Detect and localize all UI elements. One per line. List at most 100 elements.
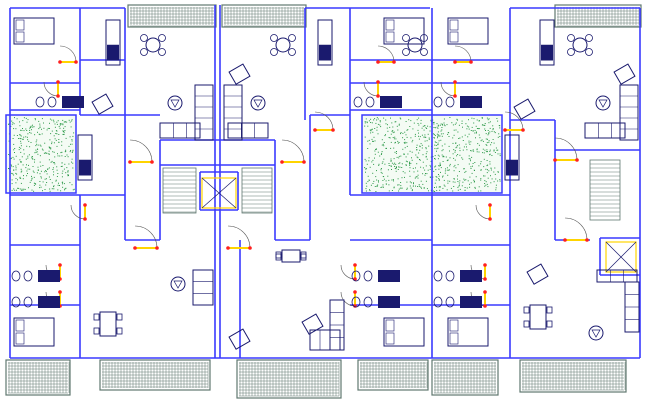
planting-dot (15, 155, 17, 157)
planting-dot (66, 154, 68, 156)
planting-dot (481, 124, 483, 126)
planting-dot (437, 142, 439, 144)
planting-dot (408, 119, 410, 121)
planting-dot (403, 153, 405, 155)
planting-dot (29, 146, 31, 148)
planting-dot (425, 180, 427, 182)
bed (383, 17, 425, 45)
planting-dot (437, 144, 439, 145)
door-swing (440, 81, 456, 97)
planting-dot (32, 170, 34, 172)
planting-dot (67, 156, 69, 158)
planting-dot (393, 138, 395, 140)
planting-dot (468, 142, 470, 144)
round-table (407, 37, 423, 53)
planting-dot (466, 149, 468, 151)
planting-dot (43, 152, 45, 154)
planting-dot (71, 184, 73, 186)
chair (275, 253, 282, 261)
planting-dot (22, 178, 24, 180)
planting-dot (470, 160, 471, 162)
door (70, 203, 87, 221)
planting-dot (27, 157, 29, 159)
planting-dot (472, 130, 474, 132)
planting-dot (48, 128, 50, 129)
planting-dot (499, 153, 501, 155)
planting-dot (398, 142, 400, 143)
planting-dot (46, 129, 48, 131)
planting-dot (71, 139, 73, 141)
planting-dot (402, 132, 404, 134)
planting-dot (68, 145, 70, 147)
planting-dot (425, 147, 427, 149)
planting-dot (474, 187, 476, 189)
planting-dot (405, 156, 407, 158)
planting-dot (49, 122, 50, 124)
planting-dot (45, 184, 47, 186)
planting-dot (447, 174, 449, 176)
planting-dot (380, 187, 382, 188)
planting-dot (483, 125, 485, 126)
planting-dot (388, 184, 390, 186)
planting-dot (369, 189, 370, 191)
planting-dot (39, 173, 41, 175)
planting-dot (365, 168, 367, 170)
planting-dot (483, 152, 485, 154)
planting-dot (484, 175, 486, 177)
door-marker (575, 158, 579, 162)
planting-dot (56, 145, 58, 147)
door-marker (376, 80, 380, 84)
planting-dot (413, 122, 415, 124)
planting-dot (457, 154, 459, 155)
staircase (162, 167, 197, 214)
planting-dot (456, 155, 458, 157)
planting-dot (21, 188, 23, 190)
planting-dot (393, 186, 395, 188)
planting-dot (31, 129, 32, 131)
planting-dot (53, 151, 55, 153)
planting-dot (491, 178, 493, 180)
planting-dot (415, 185, 416, 187)
planting-dot (15, 172, 17, 174)
planting-dot (495, 184, 497, 186)
planting-dot (47, 168, 49, 170)
planting-dot (41, 148, 43, 150)
chair (420, 34, 428, 42)
planting-dot (57, 155, 59, 157)
planting-dot (470, 150, 472, 152)
planting-dot (404, 176, 405, 178)
planting-dot (454, 150, 456, 152)
planting-dot (15, 165, 17, 167)
planting-dot (468, 158, 470, 160)
door-marker (453, 80, 457, 84)
planting-dot (368, 139, 370, 141)
planting-dot (457, 189, 459, 191)
planting-dot (467, 180, 469, 182)
planting-dot (394, 151, 396, 153)
planting-dot (23, 117, 25, 119)
planting-dot (59, 185, 60, 186)
coffee-table-leg (170, 99, 180, 108)
planting-dot (18, 146, 20, 148)
planting-dot (422, 125, 424, 127)
planting-dot (472, 149, 474, 151)
planting-dot (492, 129, 494, 131)
planting-dot (33, 176, 35, 178)
planting-dot (404, 147, 406, 149)
bathroom-fixtures (11, 270, 60, 282)
planting-dot (420, 122, 422, 124)
planting-dot (65, 172, 67, 174)
planting-dot (51, 143, 53, 145)
planting-dot (18, 138, 20, 139)
planting-dot (453, 134, 455, 136)
planting-dot (71, 120, 73, 122)
planting-dot (378, 163, 380, 165)
planting-dot (382, 184, 384, 186)
planting-dot (480, 163, 482, 165)
planting-dot (31, 177, 33, 179)
planting-dot (49, 179, 51, 180)
planting-dot (434, 148, 436, 150)
planting-dot (459, 150, 461, 152)
planting-dot (398, 157, 400, 159)
planting-dot (53, 121, 55, 123)
